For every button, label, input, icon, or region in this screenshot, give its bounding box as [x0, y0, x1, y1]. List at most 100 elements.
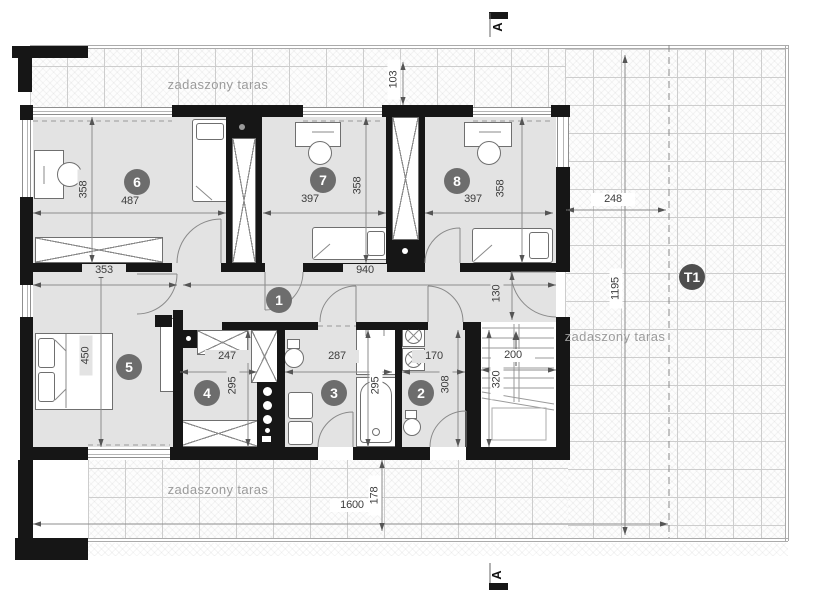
duct-pipe-icon	[263, 387, 272, 396]
dim-hall-door: 130	[490, 273, 504, 314]
room-badge-2: 2	[408, 380, 434, 406]
terrace-edge-hatch	[30, 543, 788, 556]
wall-segment	[155, 315, 172, 327]
wardrobe-symbol	[232, 138, 256, 263]
dim-terrace-top-depth: 103	[387, 59, 401, 100]
pillow-symbol	[38, 338, 55, 368]
wall-segment	[556, 105, 570, 117]
window	[33, 107, 172, 115]
room-badge-4: 4	[194, 380, 220, 406]
dim-terrace-bottom-depth: 178	[368, 475, 382, 516]
chair-symbol	[477, 141, 501, 165]
duct-pipe-icon	[263, 401, 272, 410]
dim-room8-depth: 358	[494, 168, 508, 209]
wardrobe-symbol	[179, 420, 258, 447]
dim-room8-width: 397	[451, 193, 495, 206]
pillow-symbol	[196, 123, 224, 140]
terrace-right-label: zadaszony taras	[564, 329, 666, 344]
dim-terrace-bottom-width: 1600	[330, 499, 374, 512]
wall-dot	[402, 248, 408, 254]
dim-terrace-right-width: 248	[591, 193, 635, 206]
pillow-symbol	[38, 372, 55, 402]
dim-stairs-width: 200	[491, 349, 535, 362]
window	[22, 120, 31, 197]
terrace-top	[30, 49, 565, 113]
pillow-symbol	[367, 231, 385, 256]
dim-room3-width: 287	[315, 350, 359, 363]
terrace-wall	[15, 538, 88, 560]
wardrobe-symbol	[35, 237, 163, 263]
terrace-border	[88, 541, 788, 542]
terrace-border	[88, 538, 788, 539]
dim-room5-depth: 450	[79, 335, 93, 376]
dim-room2-depth: 308	[439, 364, 453, 405]
section-marker-bar	[489, 583, 508, 590]
wall-segment	[256, 117, 262, 263]
wall-segment	[419, 117, 425, 263]
dim-stairs-depth: 320	[490, 359, 504, 400]
dim-room6-width: 487	[108, 195, 152, 208]
wall-segment	[395, 322, 402, 447]
section-letter-bottom: A	[489, 570, 504, 580]
washbasin-symbol	[288, 421, 313, 445]
room-badge-3: 3	[321, 380, 347, 406]
dim-room7-width: 397	[288, 193, 332, 206]
dim-room4-depth: 295	[226, 365, 240, 406]
wardrobe-symbol	[251, 330, 278, 383]
wall-segment	[222, 322, 318, 330]
room-badge-1: 1	[266, 287, 292, 313]
dim-room2-width: 170	[412, 350, 456, 363]
wall-segment	[556, 167, 570, 272]
section-marker-bar	[489, 12, 508, 19]
window	[22, 285, 31, 317]
terrace-bottom-label: zadaszony taras	[167, 482, 269, 497]
wall-segment	[556, 317, 570, 460]
toilet-symbol	[284, 348, 304, 368]
wall-segment	[221, 263, 265, 272]
terrace-top-label: zadaszony taras	[167, 77, 269, 92]
wall-segment	[33, 447, 88, 460]
wall-segment	[353, 447, 430, 460]
wall-segment	[20, 105, 33, 120]
terrace-tag-badge: T1	[679, 264, 705, 290]
wall-segment	[20, 197, 33, 285]
section-letter-top: A	[490, 22, 505, 32]
terrace-border	[30, 48, 788, 49]
dim-room7-depth: 358	[351, 165, 365, 206]
wall-dot	[239, 124, 245, 130]
dim-room6-depth: 358	[77, 169, 91, 210]
pillow-symbol	[529, 232, 549, 259]
wall-segment	[20, 317, 33, 460]
wardrobe-symbol	[160, 318, 174, 392]
terrace-bottom	[88, 460, 568, 538]
wall-segment	[466, 447, 570, 460]
bathtub-drain-symbol	[372, 428, 380, 436]
dim-room5-top-width: 353	[82, 264, 126, 277]
wall-dot	[186, 336, 191, 341]
room-badge-7: 7	[310, 167, 336, 193]
wall-segment	[277, 322, 285, 447]
wall-segment	[226, 117, 232, 263]
wardrobe-symbol	[392, 117, 419, 240]
dim-room3-tub: 295	[369, 365, 383, 406]
dim-terrace-right-depth: 1195	[609, 268, 623, 309]
terrace-border	[785, 45, 786, 541]
wall-segment	[173, 310, 183, 447]
terrace-door-window	[88, 449, 170, 458]
chair-symbol	[308, 141, 332, 165]
window	[303, 107, 382, 115]
wall-segment	[356, 322, 428, 330]
terrace-border	[30, 45, 788, 46]
room-badge-8: 8	[444, 168, 470, 194]
terrace-wall	[12, 46, 88, 58]
dim-hall-width: 940	[343, 264, 387, 277]
dim-room4-width: 247	[205, 350, 249, 363]
terrace-wall	[18, 58, 32, 92]
duct-pipe-icon	[265, 428, 270, 433]
duct-vent-icon	[262, 436, 271, 442]
duct-pipe-icon	[263, 415, 272, 424]
terrace-border	[788, 45, 789, 541]
room-badge-5: 5	[116, 354, 142, 380]
wall-segment	[382, 105, 473, 117]
